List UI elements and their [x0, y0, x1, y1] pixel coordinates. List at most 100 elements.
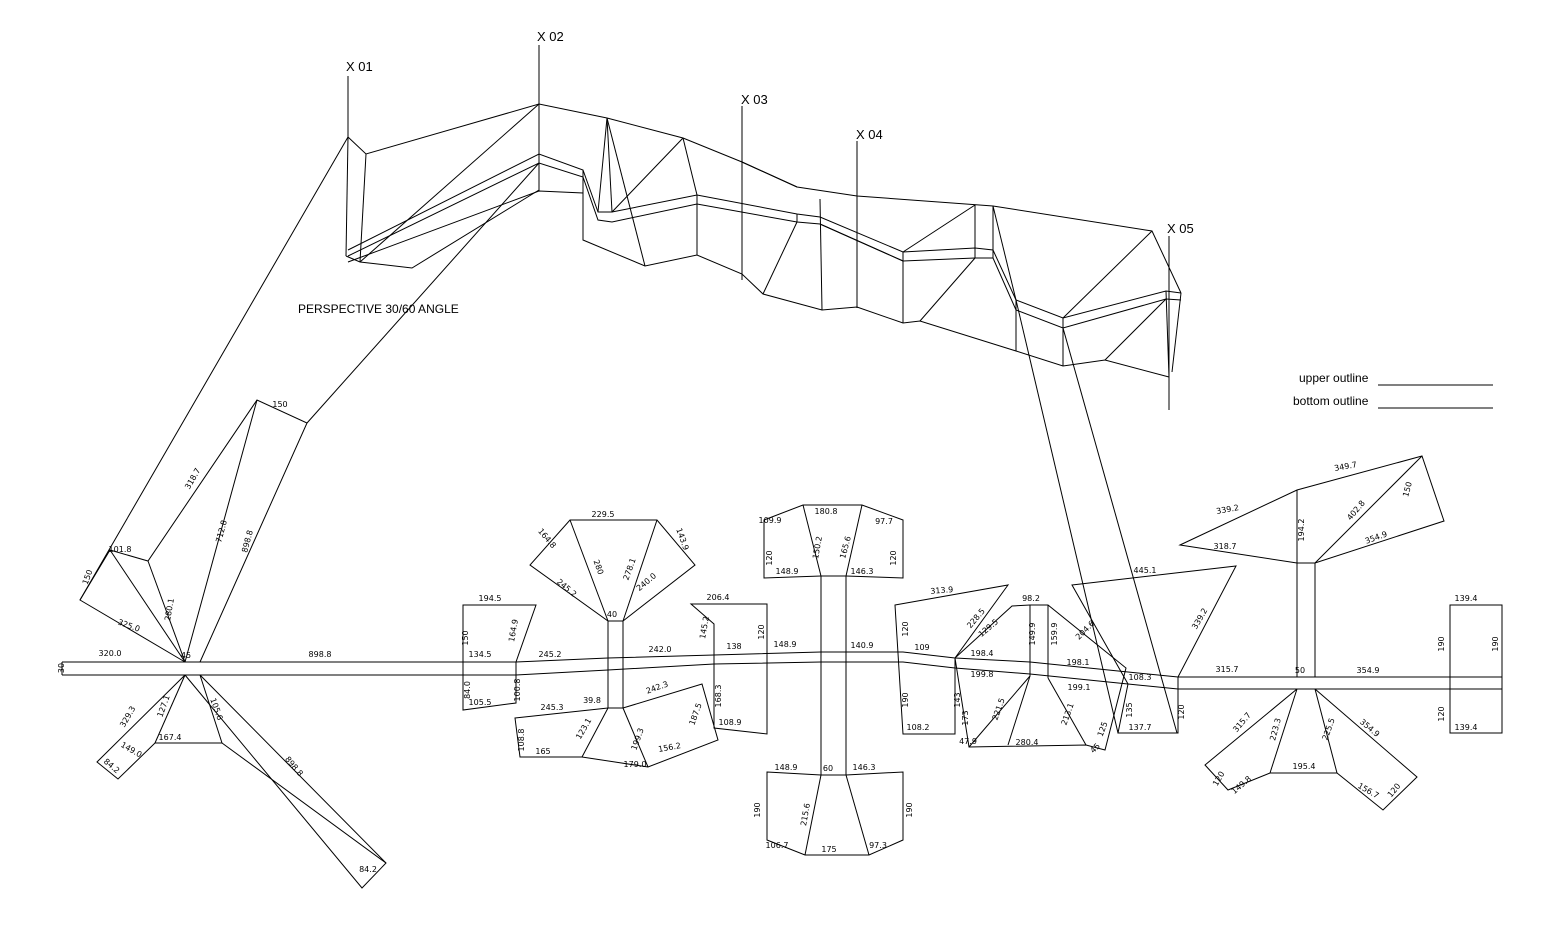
box-c — [689, 603, 768, 735]
projection-line — [1015, 299, 1119, 734]
dimension-label: 143.9 — [674, 527, 690, 552]
marker-x01: X 01 — [346, 59, 373, 74]
dimension-label: 349.7 — [1334, 460, 1358, 473]
dimension-label: 146.3 — [851, 567, 874, 576]
dimension-label: 190 — [905, 802, 914, 817]
p-diagonal — [762, 221, 798, 295]
hub-h-edge — [1314, 455, 1423, 564]
dimension-label: 150 — [461, 630, 470, 645]
labels: X 01 X 02 X 03 X 04 X 05 PERSPECTIVE 30/… — [298, 29, 1493, 409]
box-e — [894, 584, 1010, 735]
projection-line — [1062, 327, 1178, 734]
dimension-label: 190 — [1491, 636, 1500, 651]
fan-f-edge — [1007, 675, 1031, 746]
dimension-label: 108.3 — [1129, 673, 1152, 682]
dimension-label: 198.4 — [971, 649, 994, 658]
dimension-label: 179.0 — [624, 760, 647, 769]
dimension-label: 245.3 — [541, 703, 564, 712]
dimension-label: 199.8 — [971, 670, 994, 679]
dimension-label: 318.7 — [183, 467, 202, 491]
dimension-label: 898.8 — [283, 755, 305, 778]
p-diagonal — [819, 223, 904, 262]
dimension-label: 221.5 — [991, 697, 1007, 722]
left-long-arm — [184, 674, 387, 889]
box-i — [1449, 604, 1503, 734]
projection-line — [306, 162, 540, 424]
dimension-label: 84.2 — [359, 865, 377, 874]
dimension-label: 313.9 — [930, 585, 954, 596]
p-diagonal — [1104, 298, 1167, 361]
dimension-label: 159.9 — [1050, 623, 1059, 646]
dimension-label: 145.2 — [698, 616, 711, 640]
dimension-label: 45 — [181, 651, 191, 660]
dimension-label: 278.1 — [622, 557, 638, 582]
dimension-label: 149.9 — [1028, 623, 1037, 646]
fan-f-edge — [968, 675, 1031, 748]
p-edge — [819, 198, 823, 311]
dimension-label: 280.1 — [163, 598, 176, 622]
dimension-label: 120 — [1211, 770, 1226, 788]
dimension-label: 120 — [1437, 706, 1446, 721]
dimension-label: 108.9 — [719, 718, 742, 727]
dimension-label: 164.9 — [507, 619, 520, 643]
dimension-label: 354.9 — [1357, 666, 1380, 675]
dimension-label: 206.4 — [707, 593, 730, 602]
left-hub-edge — [109, 549, 186, 663]
dimension-label: 97.3 — [869, 841, 887, 850]
hub-d-edge — [804, 774, 822, 856]
dimension-label: 97.7 — [875, 517, 893, 526]
hub-d-upper — [763, 504, 904, 579]
p-diagonal — [606, 117, 646, 267]
dimension-label: 148.9 — [774, 640, 797, 649]
dimension-label: 199.1 — [1068, 683, 1091, 692]
p-diagonal — [741, 161, 798, 188]
hub-h-edge — [1269, 688, 1298, 774]
left-hub-lower — [96, 674, 223, 780]
dimension-label: 187.5 — [688, 702, 704, 727]
dimension-label: 108.8 — [517, 729, 526, 752]
dimension-label: 245.2 — [555, 577, 578, 599]
unfolded-pattern — [61, 399, 1503, 889]
dimension-label: 98.2 — [1022, 594, 1040, 603]
marker-x02: X 02 — [537, 29, 564, 44]
marker-x03: X 03 — [741, 92, 768, 107]
dimension-label: 194.2 — [1297, 519, 1306, 542]
dimension-label: 245.2 — [539, 650, 562, 659]
dimension-label: 143 — [953, 692, 962, 707]
dimension-label: 150.2 — [811, 536, 824, 560]
dimension-label: 120 — [901, 621, 910, 636]
dimension-label: 146.3 — [853, 763, 876, 772]
fan-b-edge — [581, 707, 609, 758]
p-edge — [606, 117, 613, 213]
fan-b-edge — [569, 519, 609, 622]
p-diagonal — [1062, 230, 1153, 319]
dimension-label: 280 — [592, 558, 606, 575]
left-hub-edge — [184, 399, 258, 663]
fan-b-lower — [514, 683, 719, 768]
dimension-label: 150 — [1401, 481, 1414, 498]
marker-x04: X 04 — [856, 127, 883, 142]
p-diagonal — [992, 205, 1017, 301]
dimension-label: 105.5 — [469, 698, 492, 707]
dimension-label: 135 — [1125, 702, 1134, 717]
dimension-label: 165 — [535, 747, 550, 756]
p-edge — [345, 136, 349, 257]
dimension-label: 712.8 — [214, 519, 229, 543]
dimension-label: 149.8 — [1230, 774, 1253, 796]
fan-f-edge — [1047, 677, 1087, 746]
dimension-label: 109 — [914, 643, 929, 652]
dimension-label: 84.2 — [102, 757, 121, 775]
dimension-label: 339.2 — [1216, 503, 1240, 516]
dimension-label: 140.9 — [851, 641, 874, 650]
dimension-label: 148.9 — [776, 567, 799, 576]
left-hub-edge — [154, 674, 186, 744]
dimension-label: 84.0 — [463, 681, 472, 699]
dimension-label: 180.8 — [815, 507, 838, 516]
projection-lines — [79, 136, 1178, 734]
p-diagonal — [919, 257, 976, 322]
legend-bottom-label: bottom outline — [1293, 394, 1369, 408]
dimension-label: 204.6 — [1074, 619, 1097, 642]
dimension-label: 156.2 — [658, 741, 682, 754]
dimension-label: 199.3 — [630, 727, 646, 752]
